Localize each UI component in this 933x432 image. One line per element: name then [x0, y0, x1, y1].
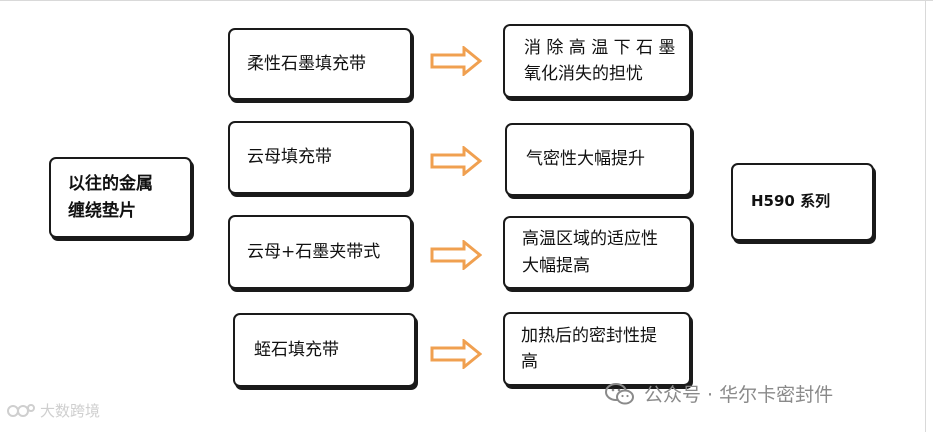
effect-box-4: 加热后的密封性提 高 — [503, 312, 691, 386]
h590-series-box: H590 系列 — [731, 163, 874, 241]
legacy-gasket-box: 以往的金属 缠绕垫片 — [49, 157, 192, 238]
material-box-4: 蛭石填充带 — [233, 313, 416, 387]
effect-line1-4: 加热后的密封性提 — [521, 325, 657, 346]
top-divider — [0, 0, 933, 1]
h590-series-label: H590 系列 — [751, 192, 831, 211]
material-label-2: 云母填充带 — [247, 147, 332, 168]
arrow-right-icon — [430, 146, 482, 176]
legacy-gasket-line2: 缠绕垫片 — [68, 200, 136, 221]
effect-line1-2: 气密性大幅提升 — [526, 149, 645, 170]
effect-box-1: 消 除 高 温 下 石 墨 氧化消失的担忧 — [503, 24, 691, 98]
effect-box-2: 气密性大幅提升 — [505, 123, 692, 196]
effect-box-3: 高温区域的适应性 大幅提高 — [503, 216, 692, 289]
effect-line2-1: 氧化消失的担忧 — [524, 64, 643, 84]
effect-line1-3: 高温区域的适应性 — [522, 229, 658, 250]
legacy-gasket-line1: 以往的金属 — [68, 174, 153, 195]
watermark-right-text: 公众号 · 华尔卡密封件 — [644, 384, 834, 406]
watermark-right: 公众号 · 华尔卡密封件 — [604, 380, 833, 407]
material-box-1: 柔性石墨填充带 — [228, 28, 412, 100]
material-label-4: 蛭石填充带 — [254, 339, 339, 360]
arrow-right-icon — [430, 46, 482, 76]
wechat-icon — [605, 382, 634, 404]
arrow-right-icon — [430, 240, 482, 270]
brand-logo-icon — [7, 403, 35, 417]
watermark-left: 大数跨境 — [6, 400, 100, 421]
right-divider — [925, 0, 926, 432]
arrow-right-icon — [430, 339, 482, 369]
material-box-3: 云母+石墨夹带式 — [228, 215, 412, 289]
effect-line1-1: 消 除 高 温 下 石 墨 — [524, 37, 676, 58]
watermark-left-text: 大数跨境 — [40, 402, 101, 420]
material-box-2: 云母填充带 — [228, 121, 412, 194]
effect-line2-3: 大幅提高 — [522, 255, 590, 276]
effect-line2-4: 高 — [521, 352, 538, 372]
material-label-1: 柔性石墨填充带 — [247, 53, 366, 74]
material-label-3: 云母+石墨夹带式 — [247, 241, 381, 262]
